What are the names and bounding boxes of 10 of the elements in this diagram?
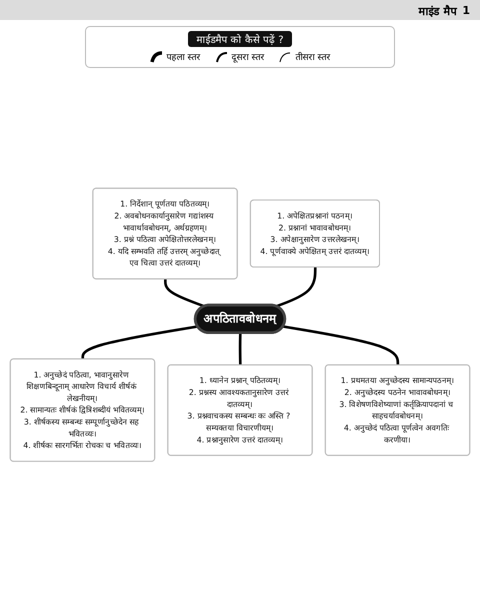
connector — [282, 324, 400, 365]
connector — [164, 278, 205, 308]
page-number: 1 — [462, 4, 470, 16]
connector — [276, 267, 317, 308]
legend-label: पहला स्तर — [166, 52, 201, 63]
legend-title: माईडमैप को कैसे पढ़ें ? — [188, 31, 292, 47]
connector — [238, 332, 242, 365]
legend-label: तीसरा स्तर — [295, 51, 330, 63]
header-title: माइंड मैप — [418, 4, 456, 18]
legend-label: दूसरा स्तर — [232, 52, 264, 63]
